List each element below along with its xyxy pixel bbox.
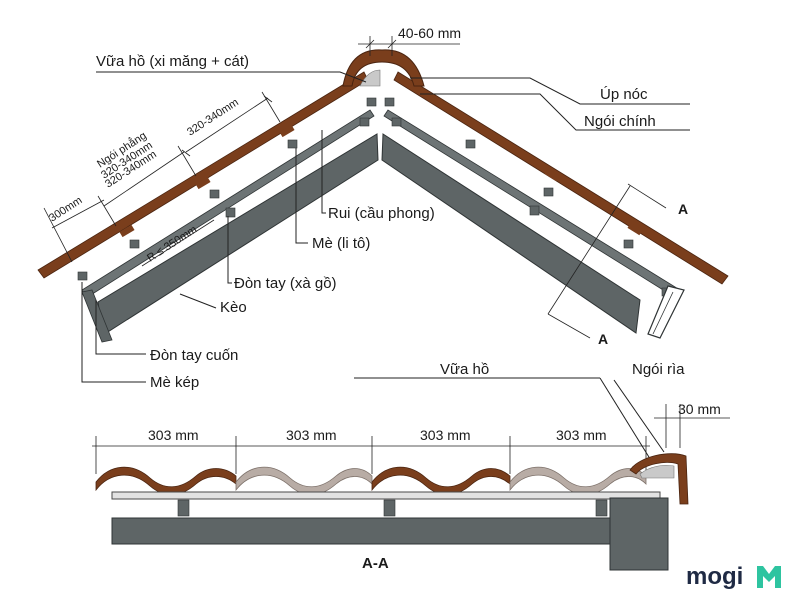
don-tay-cuon-left <box>81 289 113 343</box>
label-rui: Rui (cầu phong) <box>328 205 435 222</box>
section-wall <box>609 497 669 571</box>
purlin-block-1 <box>177 499 190 517</box>
label-me-kep: Mè kép <box>150 374 199 391</box>
label-a-bottom: A <box>598 331 608 347</box>
label-vua-ho-bottom: Vữa hồ <box>440 361 489 378</box>
section-title-aa: A-A <box>362 555 389 572</box>
dim-300: 300mm <box>47 194 84 224</box>
dim-303-1: 303 mm <box>148 427 199 443</box>
label-don-tay: Đòn tay (xà gồ) <box>234 275 337 292</box>
up-noc-ridge-cap <box>342 49 425 87</box>
keo-right <box>381 133 641 334</box>
dim-320-340-a: 320-340mm <box>185 96 241 138</box>
rafter-end-cap <box>647 285 685 339</box>
me-li-to-left <box>77 97 377 281</box>
label-ngoi-ria: Ngói rìa <box>632 361 685 378</box>
rui-right <box>383 109 681 299</box>
dim-30: 30 mm <box>678 401 721 417</box>
label-keo: Kèo <box>220 299 247 316</box>
label-up-noc: Úp nóc <box>600 86 648 103</box>
label-ngoi-chinh: Ngói chính <box>584 113 656 130</box>
section-beam <box>111 517 613 545</box>
ngoi-ria-tile <box>629 453 689 505</box>
brand-text: mogi <box>686 563 743 590</box>
brand-mark-icon <box>757 566 781 588</box>
mogi-logo: mogi <box>686 563 781 590</box>
vua-ho-edge <box>639 464 675 479</box>
purlin-block-2 <box>383 499 396 517</box>
slope-dim-lines <box>43 91 281 263</box>
section-batten <box>111 491 661 500</box>
dim-40-60: 40-60 mm <box>398 25 461 41</box>
label-me-li-to: Mè (li tô) <box>312 235 370 252</box>
dim-303-4: 303 mm <box>556 427 607 443</box>
label-a-top: A <box>678 201 688 217</box>
ngoi-chinh-right <box>393 71 729 285</box>
tile-tabs-right <box>459 114 643 236</box>
tile-tabs-left <box>119 124 295 238</box>
section-tiles <box>95 466 647 496</box>
dim-303-2: 303 mm <box>286 427 337 443</box>
label-don-tay-cuon: Đòn tay cuốn <box>150 347 238 364</box>
label-vua-ho-top: Vữa hồ (xi măng + cát) <box>96 53 249 70</box>
purlin-block-3 <box>595 499 608 517</box>
dim-303-3: 303 mm <box>420 427 471 443</box>
